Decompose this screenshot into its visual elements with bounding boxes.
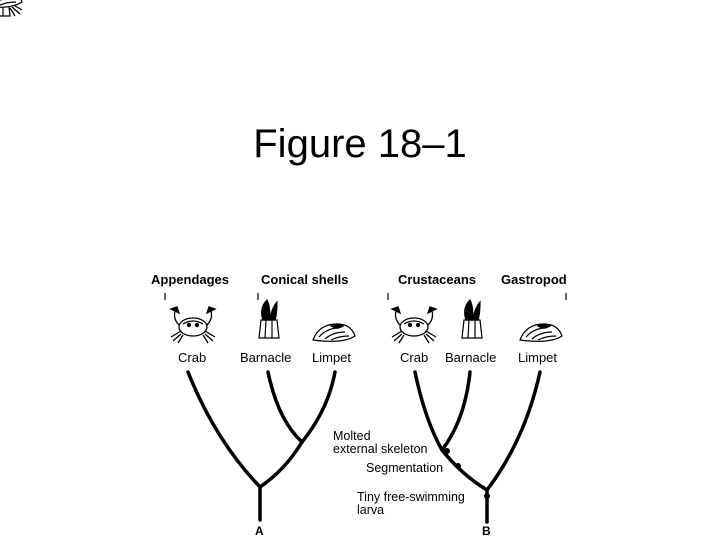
branch-b-barnacle — [440, 370, 472, 452]
organism-label-limpet-a: Limpet — [312, 350, 352, 365]
slide-title: Figure 18–1 — [253, 122, 467, 166]
limpet-icon — [0, 0, 23, 8]
organism-label-crab-b: Crab — [400, 350, 429, 365]
group-label-appendages: Appendages — [151, 272, 230, 287]
branch-a-limpet — [300, 370, 337, 444]
node-label-a: A — [255, 524, 264, 538]
branch-a-crab — [186, 370, 262, 489]
branch-b-inner — [440, 448, 489, 492]
organism-label-barnacle-a: Barnacle — [240, 350, 292, 365]
trait-dot-larva — [484, 493, 490, 499]
organism-label-crab-a: Crab — [178, 350, 207, 365]
group-label-crustaceans: Crustaceans — [398, 272, 477, 287]
trait-dot-molted — [444, 448, 450, 454]
branch-a-inner — [258, 440, 304, 489]
trait-markers — [444, 448, 490, 499]
trait-label-molted-line1: Molted — [333, 429, 371, 443]
group-label-conical-shells: Conical shells — [261, 272, 349, 287]
branch-a-barnacle — [266, 370, 304, 444]
organism-label-limpet-b: Limpet — [518, 350, 558, 365]
trait-label-molted-line2: external skeleton — [333, 442, 428, 456]
organism-label-barnacle-b: Barnacle — [445, 350, 497, 365]
tree-b — [413, 370, 542, 524]
group-markers — [164, 293, 567, 300]
trait-label-larva-line2: larva — [357, 503, 385, 517]
node-label-b: B — [482, 524, 491, 538]
tree-a — [186, 370, 337, 522]
trait-label-segmentation: Segmentation — [366, 461, 444, 475]
group-label-gastropod: Gastropod — [501, 272, 567, 287]
branch-b-crab — [413, 370, 444, 452]
branch-b-limpet — [485, 370, 542, 492]
trait-label-larva-line1: Tiny free-swimming — [357, 490, 465, 504]
trait-dot-segmentation — [455, 463, 461, 469]
